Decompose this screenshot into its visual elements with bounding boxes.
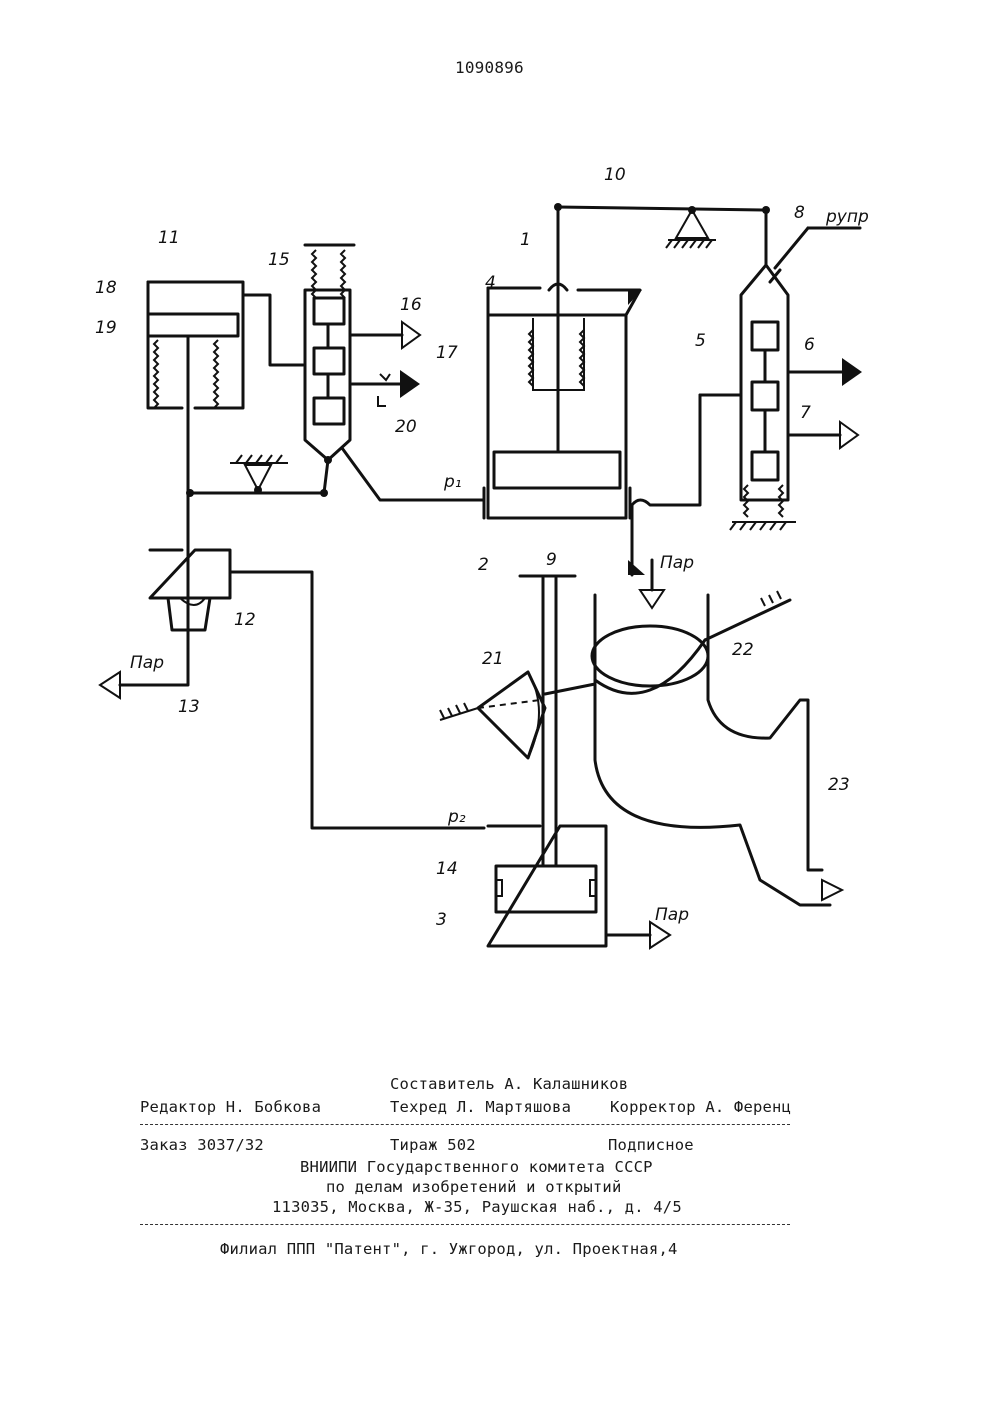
label-10: 10 bbox=[604, 165, 626, 185]
editor-credit: Редактор Н. Бобкова bbox=[140, 1098, 321, 1116]
org-line-1: ВНИИПИ Государственного комитета СССР bbox=[300, 1158, 653, 1176]
techred-credit: Техред Л. Мартяшова bbox=[390, 1098, 571, 1116]
org-address: 113035, Москва, Ж-35, Раушская наб., д. … bbox=[272, 1198, 682, 1216]
label-13: 13 bbox=[178, 697, 200, 717]
label-22: 22 bbox=[732, 640, 754, 660]
corrector-credit: Корректор А. Ференц bbox=[610, 1098, 791, 1116]
label-4: 4 bbox=[485, 273, 496, 293]
label-19: 19 bbox=[95, 318, 117, 338]
lever-10 bbox=[554, 203, 770, 248]
servomotor-14 bbox=[488, 576, 670, 948]
order-number: Заказ 3037/32 bbox=[140, 1136, 264, 1154]
label-p1: p₁ bbox=[443, 472, 462, 492]
label-16: 16 bbox=[400, 295, 422, 315]
label-17: 17 bbox=[436, 343, 458, 363]
steam-line bbox=[628, 505, 664, 608]
cone-21 bbox=[440, 672, 595, 758]
rod-1 bbox=[549, 207, 567, 450]
label-5: 5 bbox=[695, 331, 706, 351]
label-14: 14 bbox=[436, 859, 458, 879]
circulation: Тираж 502 bbox=[390, 1136, 476, 1154]
label-20: 20 bbox=[395, 417, 417, 437]
label-3: 3 bbox=[436, 910, 447, 930]
branch-address: Филиал ППП "Патент", г. Ужгород, ул. Про… bbox=[220, 1240, 678, 1258]
label-12: 12 bbox=[234, 610, 256, 630]
label-15: 15 bbox=[268, 250, 290, 270]
subscription: Подписное bbox=[608, 1136, 694, 1154]
label-23: 23 bbox=[828, 775, 850, 795]
divider-2 bbox=[140, 1224, 790, 1225]
divider-1 bbox=[140, 1124, 790, 1125]
valve-12 bbox=[100, 550, 484, 828]
label-9: 9 bbox=[546, 550, 557, 570]
label-1: 1 bbox=[520, 230, 531, 250]
label-steam-top: Пар bbox=[660, 553, 694, 573]
label-11: 11 bbox=[158, 228, 180, 248]
cylinder-9 bbox=[484, 288, 642, 518]
label-6: 6 bbox=[804, 335, 815, 355]
label-18: 18 bbox=[95, 278, 117, 298]
valve-5 bbox=[632, 210, 862, 530]
label-21: 21 bbox=[482, 649, 504, 669]
org-line-2: по делам изобретений и открытий bbox=[326, 1178, 622, 1196]
linkage bbox=[186, 448, 484, 500]
label-2: 2 bbox=[478, 555, 489, 575]
label-8: 8 bbox=[794, 203, 805, 223]
element-22-housing-23 bbox=[592, 591, 842, 905]
label-pupr: pупр bbox=[825, 207, 869, 227]
label-steam-bottom: Пар bbox=[655, 905, 689, 925]
label-7: 7 bbox=[800, 403, 811, 423]
label-steam-left: Пар bbox=[130, 653, 164, 673]
label-p2: p₂ bbox=[447, 807, 466, 827]
compiler-credit: Составитель А. Калашников bbox=[390, 1075, 628, 1093]
